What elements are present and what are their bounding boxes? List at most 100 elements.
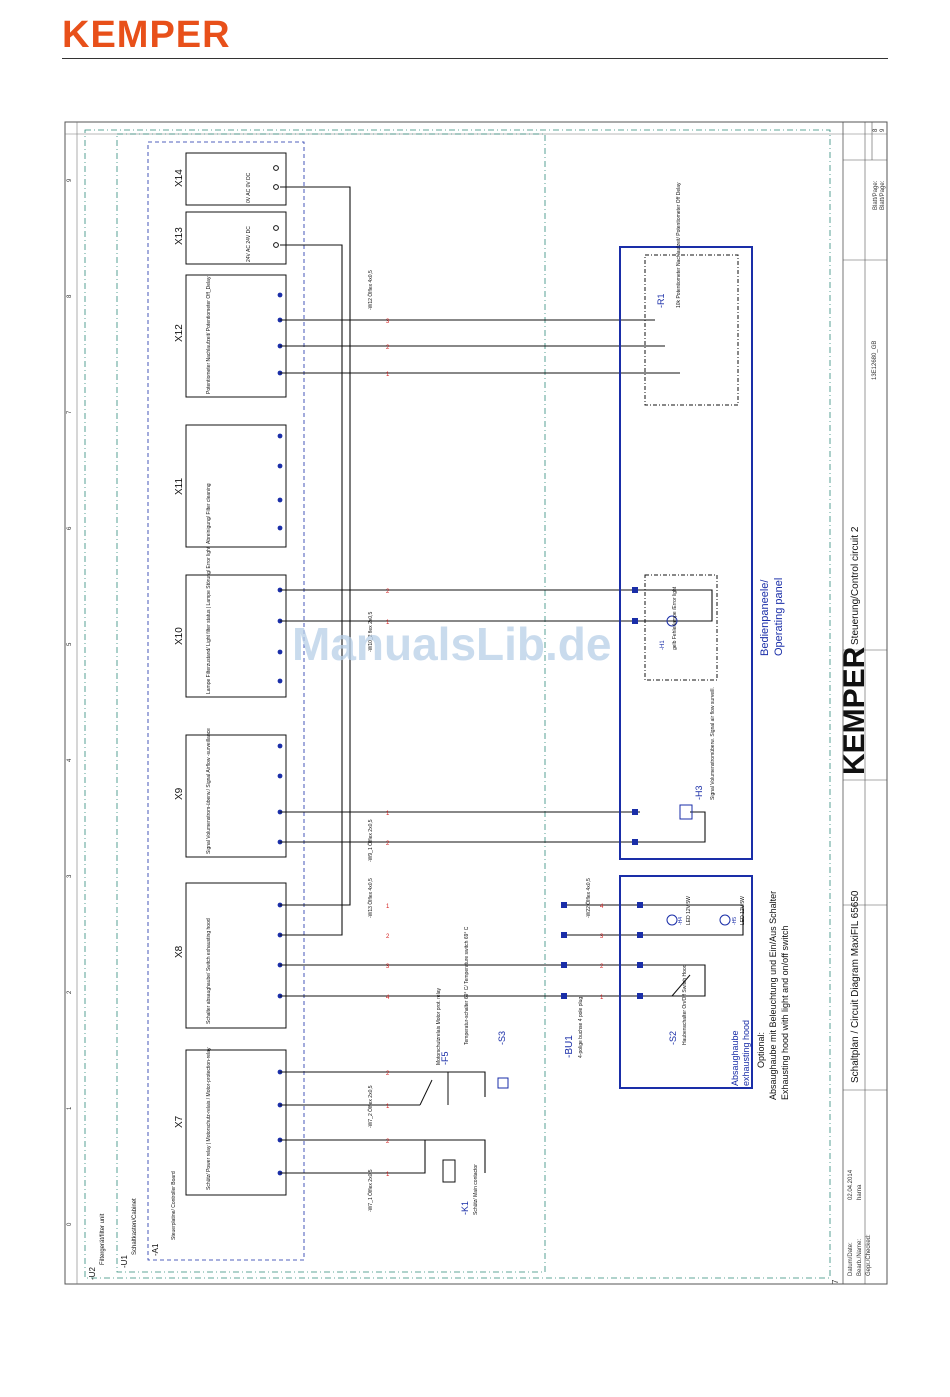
svg-text:2: 2 — [600, 964, 604, 970]
bu1-desc: 4-polige buchse 4 pole plug — [578, 997, 584, 1058]
svg-text:1: 1 — [386, 1104, 390, 1110]
s3-label: -S3 — [497, 1031, 507, 1045]
x7-label: X7 — [174, 1115, 185, 1128]
exhausting-hood-frame — [619, 875, 753, 1089]
r1-desc: 10k Potentiometer Nachlaufzeit/ Potentio… — [676, 182, 682, 308]
u2-sub: Filtergerät/filter unit — [100, 1213, 106, 1265]
grid-number: 2 — [67, 990, 73, 994]
kemper-logo: KEMPER — [62, 14, 231, 56]
h5-label: -H5 — [732, 917, 738, 925]
h5-desc: LED 12V 5W — [740, 896, 746, 925]
connector-x11-box — [185, 424, 287, 548]
h5-lamp — [719, 914, 731, 926]
grid-number: 9 — [67, 178, 73, 182]
s3-symbol — [497, 1077, 509, 1089]
cable-label: -W7_1 Ölflex 2x0,5 — [367, 1169, 374, 1212]
svg-text:1: 1 — [386, 811, 390, 817]
h4-label: -H4 — [678, 917, 684, 925]
svg-text:1: 1 — [386, 904, 390, 910]
x10-label: X10 — [174, 627, 185, 645]
connector-x14-box — [185, 152, 287, 206]
connector-x13-box — [185, 211, 287, 265]
wires — [280, 186, 744, 1174]
a1-sub: Steuerplatine/ Controller Board — [171, 1171, 177, 1240]
u1-label: -U1 — [120, 1255, 129, 1268]
k1-label: -K1 — [460, 1201, 470, 1215]
svg-text:1: 1 — [600, 995, 604, 1001]
x10-desc: Lampe Filterzustand/ Light filter status… — [206, 546, 212, 694]
svg-text:2: 2 — [386, 1071, 390, 1077]
cable-label: -W12 Ölflex 4x0,5 — [367, 270, 374, 310]
grid-number: 6 — [67, 526, 73, 530]
cable-label: -W7_2 Ölflex 2x0,5 — [367, 1085, 374, 1128]
h3-desc: Signal Volumenstromüberw. Signal air flo… — [710, 687, 716, 800]
u2-label: -U2 — [88, 1267, 97, 1280]
sheets-total: 9 — [880, 128, 886, 132]
s2-switch — [671, 974, 691, 997]
x13-label: X13 — [174, 227, 185, 245]
cable-label: -W22 Ölflex 4x0,5 — [585, 878, 592, 918]
k1-desc: Schütz/ Main contactor — [473, 1164, 479, 1215]
x13-desc: 24V AC 24V DC — [246, 226, 252, 262]
svg-text:3: 3 — [386, 964, 390, 970]
grid-number: 5 — [67, 642, 73, 646]
author-label: Bearb./Name: — [857, 1239, 863, 1276]
grid-number: 4 — [67, 758, 73, 762]
terminals — [273, 165, 283, 1176]
doc-number: 13E12680_GB — [872, 341, 878, 380]
x7-desc: Schütz/ Power relay | Motorschutz-relais… — [206, 1047, 212, 1190]
connector-x7-box — [185, 1049, 287, 1196]
cable-label: -W10_2 flex 2x0,5 — [368, 611, 374, 652]
sheet-label: Blatt/Page: — [873, 180, 879, 210]
x11-desc: Abreinigung/ Filter cleaning — [206, 483, 212, 544]
svg-text:2: 2 — [386, 345, 390, 351]
grid-numbers: 0 1 2 3 4 5 6 7 8 9 — [67, 178, 73, 1226]
drawing-border — [64, 121, 888, 1285]
f5-label: -F5 — [440, 1052, 450, 1066]
bu1-pins — [561, 587, 643, 999]
svg-text:1: 1 — [386, 1172, 390, 1178]
u1-sub: Schaltkasten/Cabinet — [132, 1198, 138, 1255]
author-value: harna — [857, 1184, 863, 1200]
h1-desc: gelb Fehlerlampe /Error light — [672, 586, 678, 650]
x8-label: X8 — [174, 945, 185, 958]
svg-text:4: 4 — [386, 995, 390, 1001]
s2-desc: Haubenschalter On/Off Switch Hood — [682, 964, 688, 1045]
operating-panel-en: Operating panel — [773, 578, 785, 656]
svg-text:3: 3 — [600, 934, 604, 940]
subtitle-text: Steuerung/Control circuit 2 — [850, 526, 861, 645]
svg-text:2: 2 — [386, 589, 390, 595]
title-text: Schaltplan / Circuit Diagram MaxiFIL 656… — [850, 890, 861, 1083]
s2-label: -S2 — [668, 1031, 678, 1045]
svg-text:2: 2 — [386, 1139, 390, 1145]
connector-x10-box — [185, 574, 287, 698]
svg-text:2: 2 — [386, 934, 390, 940]
operating-panel-frame — [619, 246, 753, 860]
x9-label: X9 — [174, 787, 185, 800]
operating-panel-de: Bedienpaneele/ — [759, 579, 771, 656]
h3-horn — [679, 804, 693, 820]
controller-board-frame — [147, 141, 305, 1261]
x14-desc: 0V AC 0V DC — [246, 172, 252, 203]
svg-text:2: 2 — [386, 841, 390, 847]
checked-label: Gepr./Checked: — [866, 1234, 872, 1276]
header-rule — [62, 58, 888, 59]
cabinet-frame — [116, 133, 546, 1273]
bu1-label: -BU1 — [564, 1035, 575, 1058]
x9-desc: Signal Volumenstrom-überw./ Signal Airfl… — [206, 728, 212, 854]
date-value: 02.04.2014 — [848, 1169, 854, 1200]
x14-label: X14 — [174, 169, 185, 187]
grid-number: 7 — [67, 410, 73, 414]
svg-text:3: 3 — [386, 319, 390, 325]
optional-line-en: Exhausting hood with light and on/off sw… — [780, 926, 790, 1100]
page-header: KEMPER — [0, 0, 950, 70]
hood-de: Absaughaube — [730, 1030, 740, 1086]
connector-x8-box — [185, 882, 287, 1029]
connector-x9-box — [185, 734, 287, 858]
grid-number: 0 — [67, 1222, 73, 1226]
title-block-logo: KEMPER — [838, 646, 871, 775]
svg-text:1: 1 — [386, 372, 390, 378]
x11-label: X11 — [174, 478, 185, 495]
